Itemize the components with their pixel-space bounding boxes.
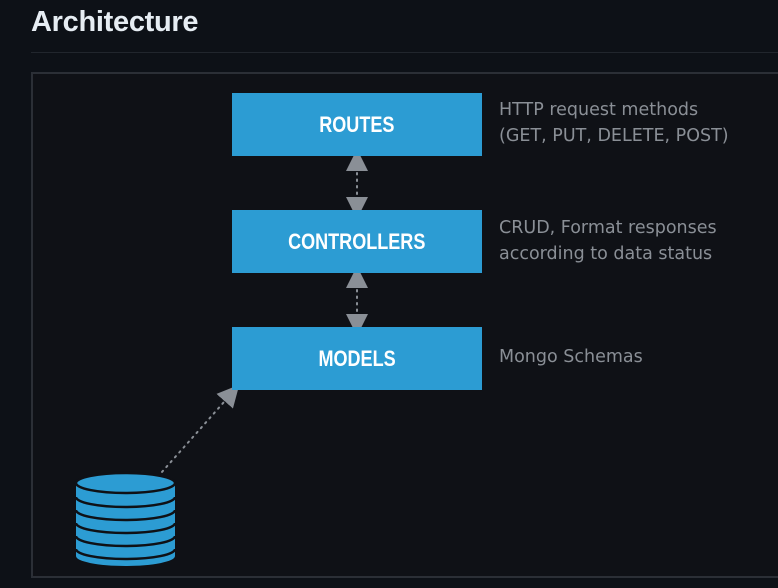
controllers-description-line-1: CRUD, Format responses: [499, 218, 717, 238]
routes-label: ROUTES: [319, 111, 395, 137]
models-description: Mongo Schemas: [499, 344, 643, 370]
routes-description-line-2: (GET, PUT, DELETE, POST): [499, 126, 729, 146]
database-icon: [74, 471, 177, 566]
connector-models-database: [122, 384, 240, 517]
title-divider: [31, 52, 778, 53]
routes-description-line-1: HTTP request methods: [499, 100, 699, 120]
controllers-description: CRUD, Format responses according to data…: [499, 215, 717, 267]
routes-box: ROUTES: [232, 93, 482, 156]
page-title: Architecture: [31, 6, 199, 38]
controllers-box: CONTROLLERS: [232, 210, 482, 273]
models-label: MODELS: [318, 345, 396, 371]
routes-description: HTTP request methods (GET, PUT, DELETE, …: [499, 97, 729, 149]
controllers-description-line-2: according to data status: [499, 244, 713, 264]
models-description-line-1: Mongo Schemas: [499, 347, 643, 367]
controllers-label: CONTROLLERS: [288, 228, 426, 254]
models-box: MODELS: [232, 327, 482, 390]
